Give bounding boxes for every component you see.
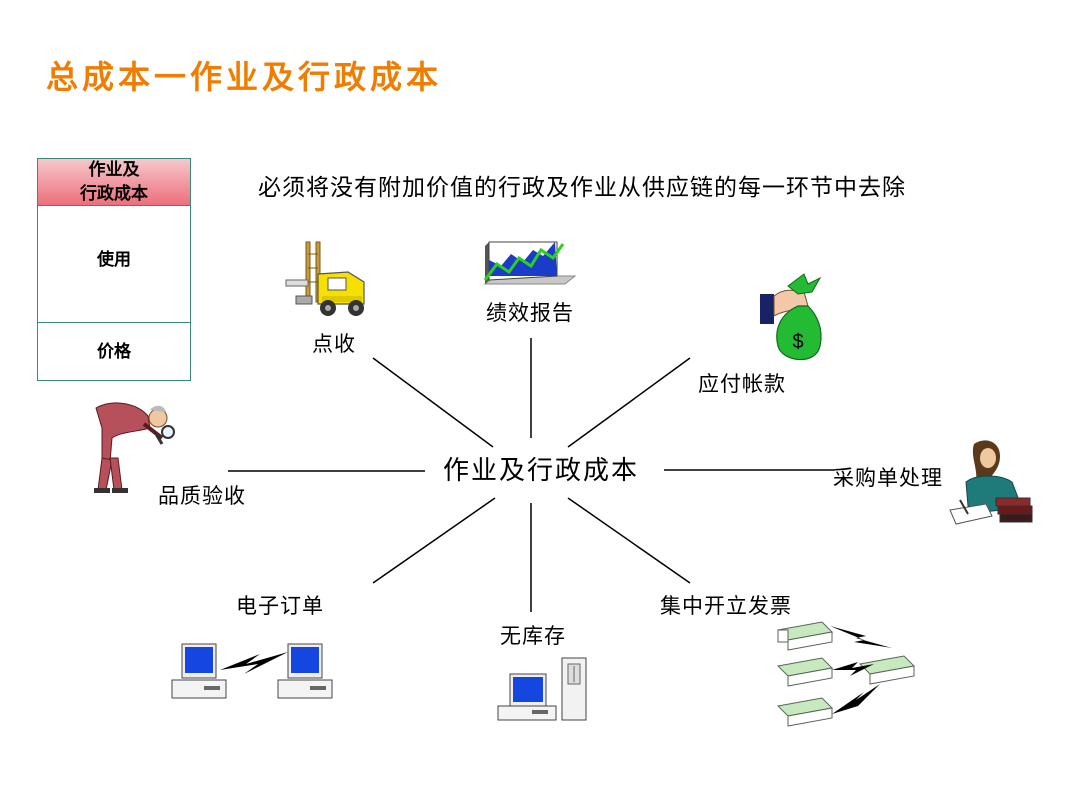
node-central-invoice: 集中开立发票 xyxy=(660,590,792,620)
line-electronic xyxy=(373,498,495,583)
invoice-stacks-icon xyxy=(774,618,920,730)
node-no-inventory: 无库存 xyxy=(500,620,566,650)
chart-icon xyxy=(483,236,577,286)
node-electronic-order: 电子订单 xyxy=(236,590,324,620)
center-node: 作业及行政成本 xyxy=(443,450,639,487)
money-bag-icon: $ xyxy=(758,272,824,366)
line-receiving xyxy=(373,358,493,447)
line-payable xyxy=(568,358,690,447)
svg-text:$: $ xyxy=(792,331,803,353)
networked-computers-icon xyxy=(170,640,340,704)
line-invoice xyxy=(568,498,690,583)
inspector-icon xyxy=(84,398,180,498)
forklift-icon xyxy=(282,238,368,320)
node-performance-report: 绩效报告 xyxy=(486,297,574,327)
node-accounts-payable: 应付帐款 xyxy=(698,368,786,398)
computer-icon xyxy=(496,656,590,722)
node-receiving: 点收 xyxy=(312,328,356,358)
node-purchase-order: 采购单处理 xyxy=(833,462,943,492)
clerk-icon xyxy=(946,438,1036,532)
